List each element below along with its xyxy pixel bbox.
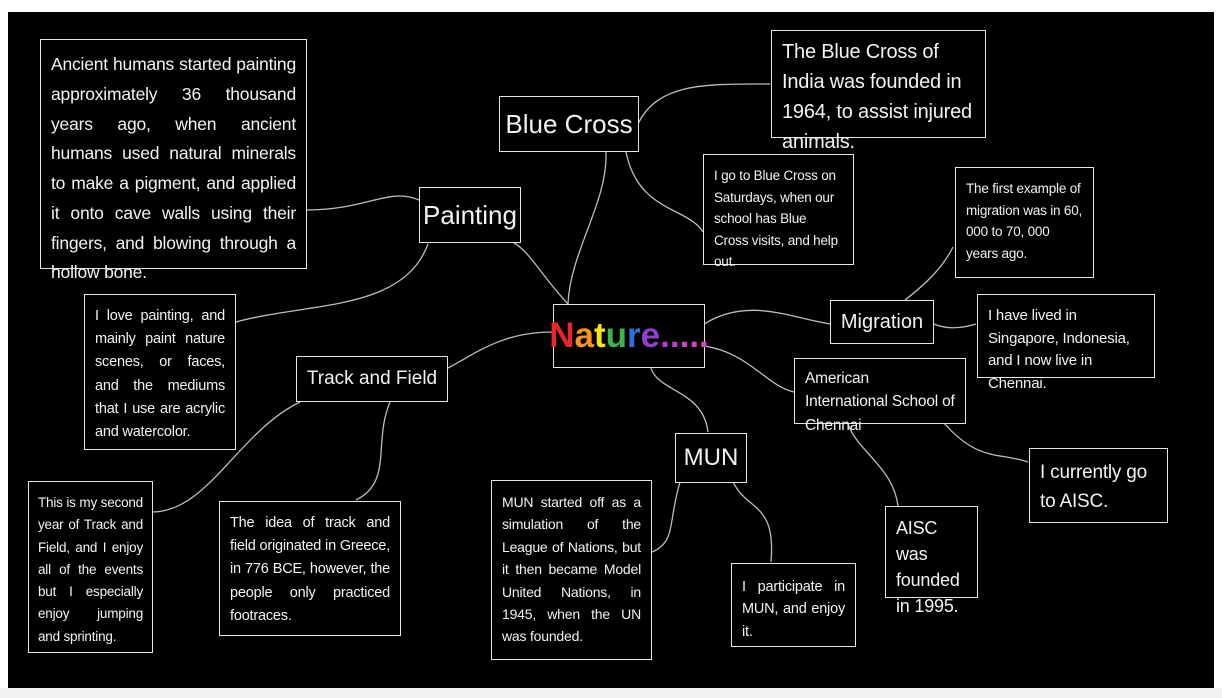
note-painting-fact-text: Ancient humans started painting approxim… xyxy=(51,54,296,283)
connector-mun-personal xyxy=(732,481,773,563)
connector-painting-fact xyxy=(305,195,420,211)
connector-central-mun xyxy=(650,367,709,433)
note-migration-personal[interactable]: I have lived in Singapore, Indonesia, an… xyxy=(977,294,1155,392)
connector-central-bluecross xyxy=(567,151,607,305)
connector-central-painting xyxy=(507,239,569,305)
note-aisc-fact-text: AISC was founded in 1995. xyxy=(896,518,960,617)
connector-painting-personal xyxy=(235,243,429,323)
connector-mun-fact xyxy=(651,481,681,553)
connector-central-aisc xyxy=(703,345,795,393)
connector-aisc-personal xyxy=(942,421,1029,463)
connector-migration-fact xyxy=(904,246,954,301)
topic-aisc[interactable]: American International School of Chennai xyxy=(794,358,966,434)
note-aisc-personal[interactable]: I currently go to AISC. xyxy=(1029,448,1168,523)
central-title-letter: u xyxy=(605,316,628,355)
note-mun-fact-text: MUN started off as a simulation of the L… xyxy=(502,494,641,645)
topic-painting[interactable]: Painting xyxy=(419,187,521,243)
note-painting-personal-text: I love painting, and mainly paint nature… xyxy=(95,308,225,440)
bottom-bar xyxy=(0,688,1222,698)
topic-track-and-field[interactable]: Track and Field xyxy=(296,356,448,402)
topic-migration[interactable]: Migration xyxy=(830,300,934,344)
mind-map-canvas[interactable]: Nature..... Blue Cross Painting Track an… xyxy=(8,12,1214,688)
central-title-letter: a xyxy=(574,316,594,355)
connector-central-track xyxy=(447,331,554,369)
note-migration-personal-text: I have lived in Singapore, Indonesia, an… xyxy=(988,307,1130,392)
note-aisc-personal-text: I currently go to AISC. xyxy=(1040,462,1148,512)
central-title-letter: r xyxy=(627,316,641,355)
connector-central-migration xyxy=(703,309,831,325)
note-blue-cross-personal[interactable]: I go to Blue Cross on Saturdays, when ou… xyxy=(703,154,854,269)
central-title-letter: . xyxy=(669,316,680,355)
connector-track-personal xyxy=(151,401,301,513)
topic-blue-cross-label: Blue Cross xyxy=(505,108,633,139)
note-track-personal-text: This is my second year of Track and Fiel… xyxy=(38,495,143,644)
connector-bluecross-personal xyxy=(625,151,704,233)
topic-aisc-label: American International School of Chennai xyxy=(805,370,955,434)
topic-track-and-field-label: Track and Field xyxy=(306,368,438,389)
connector-bluecross-fact xyxy=(637,83,771,125)
central-title-letter: . xyxy=(689,316,700,355)
connector-aisc-fact xyxy=(847,423,899,507)
central-title-letter: . xyxy=(660,316,670,355)
note-mun-personal[interactable]: I participate in MUN, and enjoy it. xyxy=(731,563,856,647)
topic-mun[interactable]: MUN xyxy=(675,433,747,483)
note-painting-personal[interactable]: I love painting, and mainly paint nature… xyxy=(84,294,236,450)
note-blue-cross-personal-text: I go to Blue Cross on Saturdays, when ou… xyxy=(714,168,838,270)
topic-blue-cross[interactable]: Blue Cross xyxy=(499,96,639,152)
note-migration-fact[interactable]: The first example of migration was in 60… xyxy=(955,167,1094,278)
note-painting-fact[interactable]: Ancient humans started painting approxim… xyxy=(40,39,307,282)
connector-migration-personal xyxy=(933,323,977,329)
central-title-letter: t xyxy=(593,316,606,355)
note-track-fact[interactable]: The idea of track and field originated i… xyxy=(219,501,401,636)
note-blue-cross-fact[interactable]: The Blue Cross of India was founded in 1… xyxy=(771,30,986,153)
central-title-letter: N xyxy=(549,316,575,355)
topic-migration-label: Migration xyxy=(840,310,924,333)
topic-painting-label: Painting xyxy=(423,199,517,230)
note-track-fact-text: The idea of track and field originated i… xyxy=(230,515,390,624)
central-topic-title: Nature..... xyxy=(549,316,709,356)
note-migration-fact-text: The first example of migration was in 60… xyxy=(966,181,1083,261)
note-blue-cross-fact-text: The Blue Cross of India was founded in 1… xyxy=(782,41,972,153)
central-topic-nature[interactable]: Nature..... xyxy=(549,304,709,368)
central-title-letter: . xyxy=(699,316,709,355)
note-mun-personal-text: I participate in MUN, and enjoy it. xyxy=(742,579,845,640)
connector-track-fact xyxy=(355,401,391,501)
note-track-personal[interactable]: This is my second year of Track and Fiel… xyxy=(28,481,153,653)
note-mun-fact[interactable]: MUN started off as a simulation of the L… xyxy=(491,480,652,660)
connector-lines xyxy=(151,83,1029,563)
central-title-letter: . xyxy=(679,316,690,355)
topic-mun-label: MUN xyxy=(683,444,739,471)
note-aisc-fact[interactable]: AISC was founded in 1995. xyxy=(885,506,978,616)
central-title-letter: e xyxy=(640,316,661,355)
